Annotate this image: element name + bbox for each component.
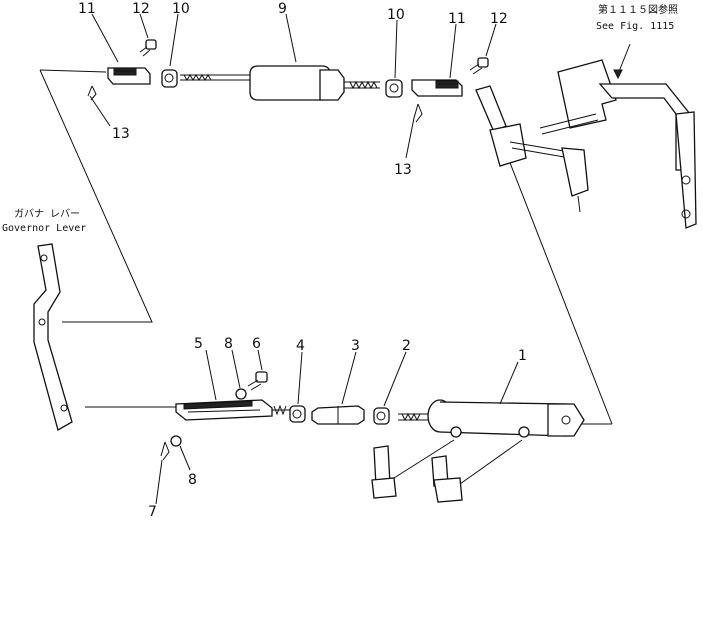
part-10-nut-left: [161, 69, 178, 88]
callout-11-right: 11: [448, 11, 466, 27]
governor-lever-label-en: Governor Lever: [2, 223, 86, 234]
callout-8-top: 8: [224, 336, 233, 352]
assembly-outline: [39, 69, 153, 323]
callout-10-right: 10: [387, 7, 405, 23]
callout-12-left: 12: [132, 1, 150, 17]
linkage-arm: [475, 85, 589, 213]
part-6-bolt: [247, 371, 268, 391]
see-fig-note-jp: 第１１１５図参照: [598, 3, 678, 16]
assembly-outline-right: [504, 149, 613, 425]
callout-12-right: 12: [490, 11, 508, 27]
part-12-bolt-left: [139, 39, 157, 57]
part-9-rod-left: [180, 74, 252, 81]
part-11-clevis-right: [411, 79, 463, 97]
callout-8-bottom: 8: [188, 472, 197, 488]
part-2-nut: [373, 407, 390, 425]
callout-11-left: 11: [78, 1, 96, 17]
part-10-nut-right: [385, 79, 403, 98]
part-7-pin: [160, 441, 170, 461]
callout-1: 1: [518, 348, 527, 364]
part-1-cylinder: [398, 399, 585, 438]
part-4-nut: [289, 405, 306, 423]
part-9-damper: [249, 65, 380, 101]
fitting-left: [371, 439, 455, 499]
part-5-yoke: [175, 399, 290, 421]
governor-lever-label-jp: ガバナ レバー: [14, 208, 80, 220]
callout-7: 7: [148, 504, 157, 520]
callout-9: 9: [278, 1, 287, 17]
part-12-bolt-right: [469, 57, 489, 75]
part-11-clevis-left: [107, 67, 151, 85]
callout-6: 6: [252, 336, 261, 352]
callout-4: 4: [296, 338, 305, 354]
part-13-pin-left: [87, 85, 97, 101]
fitting-right: [431, 439, 523, 503]
part-8-washer-bottom: [170, 435, 182, 447]
callout-13-right: 13: [394, 162, 412, 178]
callout-3: 3: [351, 338, 360, 354]
assembly-outline-top: [39, 69, 107, 73]
callout-10-left: 10: [172, 1, 190, 17]
callout-13-left: 13: [112, 126, 130, 142]
part-8-washer-top: [235, 388, 247, 400]
callout-2: 2: [402, 338, 411, 354]
governor-lever: [33, 243, 73, 431]
see-fig-note-en: See Fig. 1115: [596, 21, 674, 32]
callout-5: 5: [194, 336, 203, 352]
bracket-assembly: [539, 43, 697, 229]
part-13-pin-right: [413, 103, 423, 123]
part-3-sleeve: [311, 405, 365, 425]
